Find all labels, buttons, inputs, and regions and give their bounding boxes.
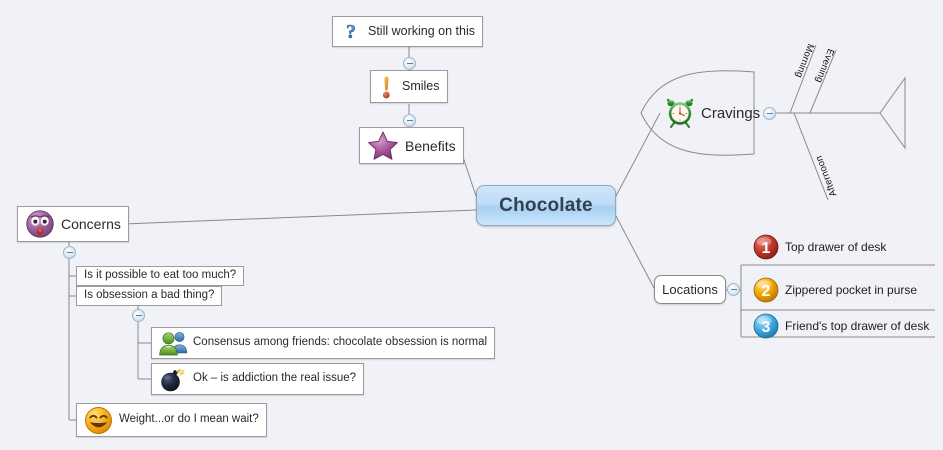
collapse-toggle-obsession[interactable] xyxy=(132,309,145,322)
collapse-toggle-concerns[interactable] xyxy=(63,246,76,259)
number-badge-1-icon: 1 xyxy=(753,234,779,260)
node-label: Is obsession a bad thing? xyxy=(84,289,215,302)
node-label: Weight...or do I mean wait? xyxy=(119,413,259,426)
surprised-face-icon xyxy=(25,209,55,239)
concern-item-weight[interactable]: Weight...or do I mean wait? xyxy=(76,403,267,437)
svg-text:3: 3 xyxy=(762,319,771,336)
collapse-toggle-cravings[interactable] xyxy=(763,107,776,120)
node-label: Locations xyxy=(662,282,718,297)
svg-text:?: ? xyxy=(346,21,356,43)
node-still-working-on-this[interactable]: ? Still working on this xyxy=(332,16,483,47)
node-concerns[interactable]: Concerns xyxy=(17,206,129,242)
node-label: Consensus among friends: chocolate obses… xyxy=(193,336,488,349)
bone-label-morning: Morning xyxy=(792,42,816,80)
concern-item-consensus[interactable]: Consensus among friends: chocolate obses… xyxy=(151,327,496,359)
node-label: Cravings xyxy=(701,104,761,122)
alarm-clock-icon xyxy=(665,98,695,128)
central-node-chocolate[interactable]: Chocolate xyxy=(476,185,616,226)
node-label: Top drawer of desk xyxy=(785,240,887,254)
concern-item-obsession-bad[interactable]: Is obsession a bad thing? xyxy=(76,286,223,306)
bone-label-evening: Evening xyxy=(812,47,836,85)
node-smiles[interactable]: Smiles xyxy=(370,70,448,103)
bomb-icon xyxy=(159,366,187,392)
node-label: Zippered pocket in purse xyxy=(785,283,918,297)
location-item-2[interactable]: 2 Zippered pocket in purse xyxy=(753,275,917,305)
location-item-1[interactable]: 1 Top drawer of desk xyxy=(753,232,886,262)
collapse-toggle-still-working[interactable] xyxy=(403,57,416,70)
question-mark-icon: ? xyxy=(340,20,362,44)
node-label: Ok – is addiction the real issue? xyxy=(193,372,357,385)
node-benefits[interactable]: Benefits xyxy=(359,127,464,164)
laughing-face-icon xyxy=(84,406,113,435)
number-badge-2-icon: 2 xyxy=(753,277,779,303)
node-label: Smiles xyxy=(402,79,440,94)
location-item-3[interactable]: 3 Friend's top drawer of desk xyxy=(753,311,929,341)
svg-text:1: 1 xyxy=(762,240,771,257)
svg-text:2: 2 xyxy=(762,283,771,300)
star-icon xyxy=(367,130,399,161)
exclamation-mark-icon xyxy=(378,74,396,100)
node-cravings[interactable]: Cravings xyxy=(665,96,760,130)
people-group-icon xyxy=(159,330,187,356)
collapse-toggle-locations[interactable] xyxy=(727,283,740,296)
number-badge-3-icon: 3 xyxy=(753,313,779,339)
central-node-label: Chocolate xyxy=(499,195,593,216)
concern-item-eat-too-much[interactable]: Is it possible to eat too much? xyxy=(76,266,245,286)
node-label: Concerns xyxy=(61,216,121,232)
node-label: Still working on this xyxy=(368,24,475,39)
node-locations[interactable]: Locations xyxy=(654,275,726,304)
node-label: Benefits xyxy=(405,137,456,154)
node-label: Friend's top drawer of desk xyxy=(785,319,930,333)
node-label: Is it possible to eat too much? xyxy=(84,269,237,282)
collapse-toggle-smiles[interactable] xyxy=(403,114,416,127)
concern-item-addiction[interactable]: Ok – is addiction the real issue? xyxy=(151,363,365,395)
bone-label-afternoon: Afternoon xyxy=(813,153,840,198)
